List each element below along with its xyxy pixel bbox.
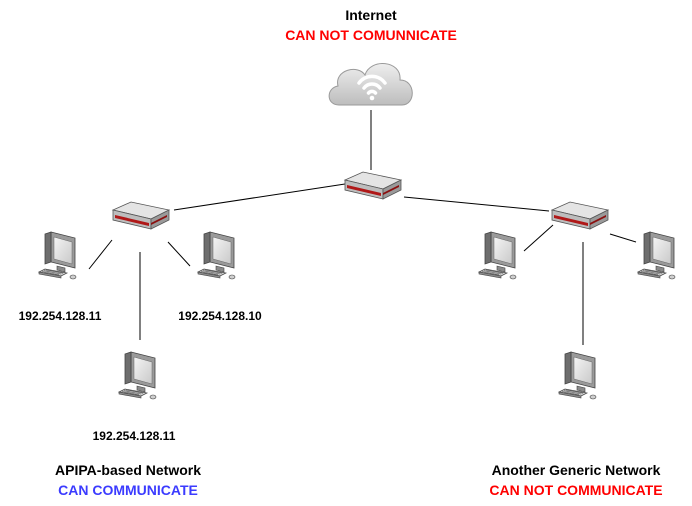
generic-computer-3 (558, 351, 597, 400)
apipa-computer-1 (38, 231, 77, 280)
link-core-left-switch (173, 183, 346, 211)
apipa-host-ip-3: 192.254.128.11 (92, 429, 176, 443)
link-left-switch-pc-b (167, 241, 191, 267)
generic-network-title: Another Generic Network (491, 462, 661, 478)
apipa-computer-2 (197, 231, 236, 280)
link-right-switch-pc-a (523, 224, 554, 252)
generic-switch (551, 201, 609, 230)
apipa-computer-3 (118, 351, 157, 400)
generic-computer-2 (637, 231, 676, 280)
generic-network-status: CAN NOT COMMUNICATE (489, 482, 663, 498)
internet-status: CAN NOT COMUNNICATE (285, 27, 457, 43)
apipa-host-ip-1: 192.254.128.11 (18, 309, 102, 323)
apipa-switch (112, 201, 170, 230)
internet-title: Internet (345, 7, 397, 23)
link-left-switch-pc-a (88, 239, 113, 270)
link-right-switch-pc-b (609, 233, 637, 243)
cloud-wifi-icon (328, 63, 413, 106)
generic-computer-1 (478, 231, 517, 280)
apipa-network-title: APIPA-based Network (55, 462, 201, 478)
apipa-network-status: CAN COMMUNICATE (58, 482, 198, 498)
core-switch (344, 171, 402, 200)
link-core-right-switch (403, 196, 550, 212)
apipa-host-ip-2: 192.254.128.10 (178, 309, 262, 323)
connections (88, 110, 637, 345)
